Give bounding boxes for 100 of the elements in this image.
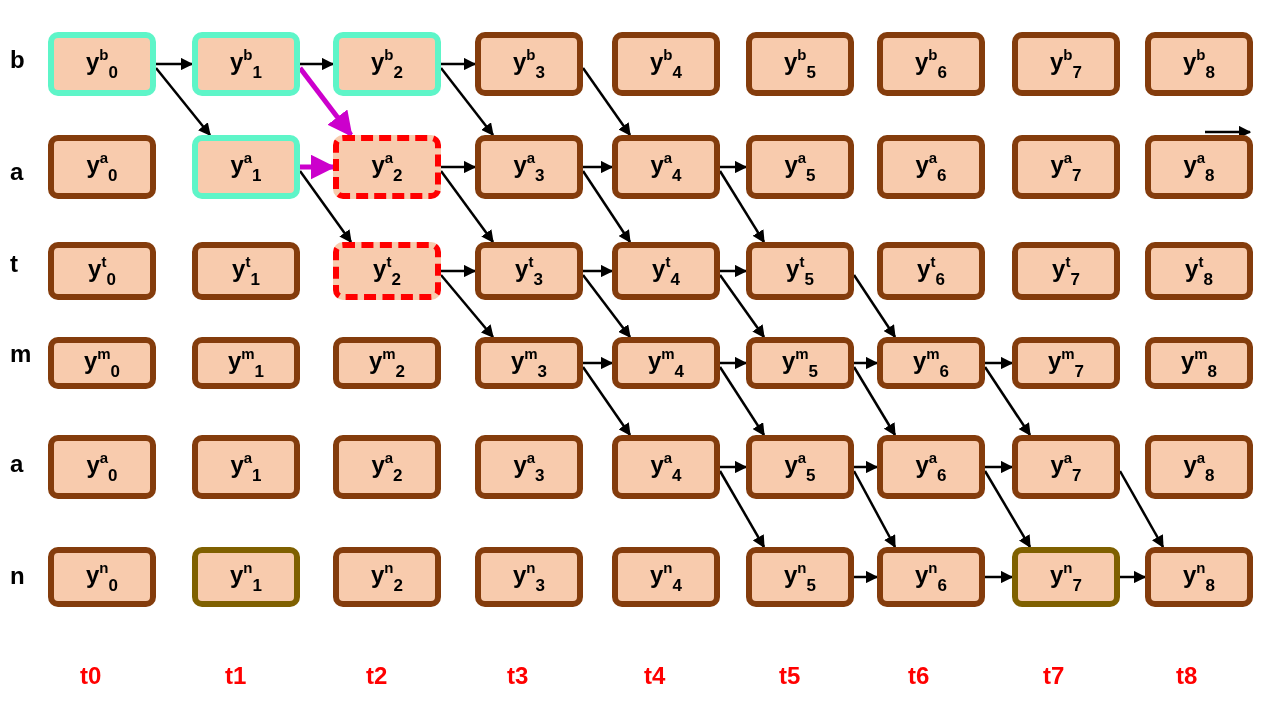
time-step-label: t0 (80, 662, 102, 690)
state-box (1012, 135, 1120, 199)
arrow (583, 264, 614, 278)
state-box (192, 242, 300, 300)
row-label: b (10, 46, 25, 74)
state-box (48, 337, 156, 389)
state-box (475, 547, 583, 607)
arrow (718, 366, 766, 437)
arrow (582, 274, 631, 338)
arrow (581, 170, 632, 244)
state-box (1012, 547, 1120, 607)
state-box (48, 242, 156, 300)
row-label: m (10, 340, 32, 368)
arrow (718, 170, 766, 244)
arrow (440, 170, 494, 243)
state-box (612, 32, 720, 96)
state-box (1145, 547, 1253, 607)
time-step-label: t3 (507, 662, 529, 690)
arrow (983, 366, 1032, 437)
state-box (1012, 32, 1120, 96)
arrow (985, 570, 1014, 584)
arrow (1118, 470, 1165, 549)
arrow (985, 460, 1014, 474)
arrow (299, 170, 352, 243)
state-box (877, 242, 985, 300)
state-box (333, 337, 441, 389)
state-box (48, 435, 156, 499)
state-box (612, 435, 720, 499)
state-box (612, 547, 720, 607)
arrow (720, 160, 748, 174)
arrow (983, 470, 1032, 549)
arrow (719, 274, 765, 338)
arrow (854, 570, 879, 584)
arrow (300, 57, 335, 71)
arrow (720, 264, 748, 278)
arrow (440, 274, 494, 338)
row-label: t (10, 250, 18, 278)
state-box (877, 435, 985, 499)
arrow (440, 67, 494, 136)
state-box (746, 435, 854, 499)
arrow (854, 460, 879, 474)
time-step-label: t2 (366, 662, 388, 690)
state-box (1145, 242, 1253, 300)
arrow (852, 366, 897, 437)
state-box (333, 547, 441, 607)
arrow (298, 66, 353, 137)
state-box (877, 135, 985, 199)
row-label: a (10, 158, 24, 186)
state-box (48, 32, 156, 96)
arrow (852, 470, 897, 549)
state-box (746, 337, 854, 389)
arrow (718, 470, 766, 549)
state-box (192, 337, 300, 389)
state-box (475, 242, 583, 300)
state-box (333, 435, 441, 499)
time-step-label: t7 (1043, 662, 1065, 690)
arrow (720, 460, 748, 474)
arrow (1120, 570, 1147, 584)
state-box (48, 135, 156, 199)
arrow (985, 356, 1014, 370)
arrow (155, 67, 211, 136)
arrow (581, 366, 632, 437)
state-box (746, 135, 854, 199)
state-box (746, 32, 854, 96)
state-box (877, 32, 985, 96)
state-box (1012, 337, 1120, 389)
time-step-label: t4 (644, 662, 666, 690)
arrow (441, 57, 477, 71)
arrow (854, 356, 879, 370)
state-box (192, 135, 300, 199)
state-box (877, 337, 985, 389)
time-step-label: t1 (225, 662, 247, 690)
state-box (475, 135, 583, 199)
state-box (1145, 435, 1253, 499)
state-box (877, 547, 985, 607)
state-box (612, 337, 720, 389)
arrow (583, 160, 614, 174)
state-box (1145, 32, 1253, 96)
state-box (192, 435, 300, 499)
arrow (720, 356, 748, 370)
time-step-label: t5 (779, 662, 801, 690)
state-box (475, 435, 583, 499)
state-box (192, 547, 300, 607)
time-step-label: t6 (908, 662, 930, 690)
state-box (333, 32, 441, 96)
arrow (581, 67, 632, 136)
state-box (746, 547, 854, 607)
state-box (333, 242, 441, 300)
arrow (156, 57, 194, 71)
row-label: n (10, 562, 25, 590)
state-box (746, 242, 854, 300)
arrow (441, 160, 477, 174)
state-box (1012, 435, 1120, 499)
state-box (612, 242, 720, 300)
state-box (1145, 135, 1253, 199)
arrow (441, 264, 477, 278)
state-box (612, 135, 720, 199)
time-step-label: t8 (1176, 662, 1198, 690)
row-label: a (10, 450, 24, 478)
state-box (475, 337, 583, 389)
